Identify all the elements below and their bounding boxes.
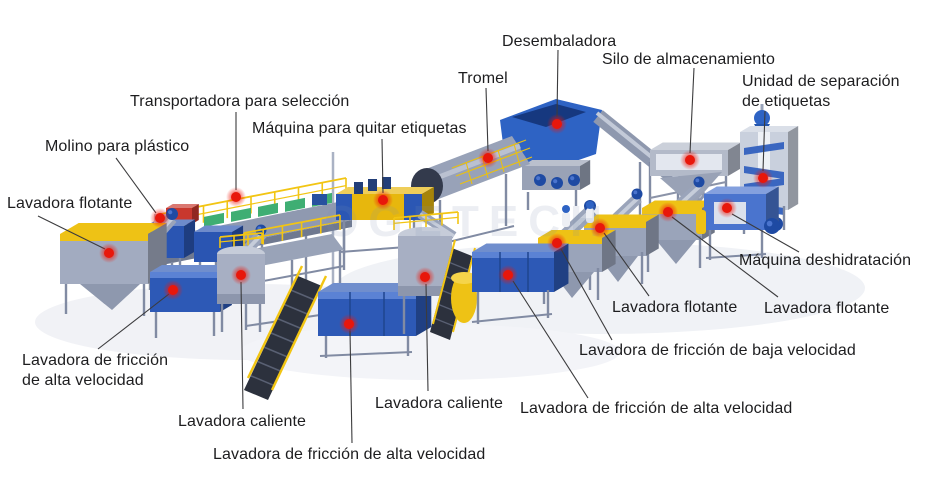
marker-dot-unidad-de-separacion-de-etiquetas	[758, 173, 768, 183]
leader-line-silo-de-almacenamiento	[689, 67, 695, 154]
marker-dot-tromel	[483, 153, 493, 163]
leader-line-desembaladora	[556, 49, 559, 118]
machines-group	[35, 99, 865, 400]
annotation-lavadora-de-friccion-de-alta-velocidad-derecha	[498, 265, 589, 399]
leader-line-lavadora-caliente-izquierda	[240, 281, 244, 410]
leader-line-lavadora-de-friccion-de-alta-velocidad-izquierda	[97, 293, 170, 350]
annotation-unidad-de-separacion-de-etiquetas	[753, 110, 773, 188]
annotation-lavadora-caliente-izquierda	[231, 265, 251, 410]
leader-line-lavadora-caliente-derecha	[425, 283, 429, 392]
leader-line-lavadora-de-friccion-de-baja-velocidad	[560, 248, 613, 341]
annotation-desembaladora	[547, 49, 567, 134]
marker-dot-lavadora-de-friccion-de-alta-velocidad-derecha	[503, 270, 513, 280]
leader-line-lavadora-de-friccion-de-alta-velocidad-derecha	[512, 280, 589, 399]
workers	[562, 201, 594, 227]
marker-dot-lavadora-flotante-centro	[595, 223, 605, 233]
annotation-layer	[37, 49, 800, 444]
annotation-lavadora-de-friccion-de-alta-velocidad-izquierda	[97, 280, 183, 350]
marker-dot-lavadora-de-friccion-de-alta-velocidad-izquierda	[168, 285, 178, 295]
leader-line-tromel	[485, 87, 489, 152]
marker-dot-desembaladora	[552, 119, 562, 129]
annotation-transportadora-para-seleccion	[226, 112, 246, 207]
marker-dot-transportadora-para-seleccion	[231, 192, 241, 202]
annotation-lavadora-flotante-centro	[590, 218, 650, 297]
marker-dot-molino-para-plastico	[155, 213, 165, 223]
marker-dot-maquina-para-quitar-etiquetas	[378, 195, 388, 205]
marker-dot-lavadora-flotante-derecha	[663, 207, 673, 217]
annotation-lavadora-de-friccion-de-alta-velocidad-centro	[339, 314, 359, 444]
annotation-lavadora-flotante-derecha	[658, 202, 779, 298]
annotation-molino-para-plastico	[115, 157, 170, 228]
leader-line-molino-para-plastico	[115, 157, 157, 214]
friction-washer-right	[451, 243, 569, 324]
watermark: OGETECH	[324, 197, 612, 246]
leader-line-lavadora-de-friccion-de-alta-velocidad-centro	[349, 330, 353, 444]
leader-line-lavadora-flotante-izquierda	[37, 215, 106, 250]
marker-dot-lavadora-flotante-izquierda	[104, 248, 114, 258]
annotation-silo-de-almacenamiento	[680, 67, 700, 170]
marker-dot-maquina-deshidratacion	[722, 203, 732, 213]
annotation-tromel	[478, 87, 498, 168]
marker-dot-lavadora-caliente-izquierda	[236, 270, 246, 280]
debaler-machine	[500, 99, 602, 210]
annotation-maquina-deshidratacion	[717, 198, 800, 253]
marker-dot-silo-de-almacenamiento	[685, 155, 695, 165]
marker-dot-lavadora-de-friccion-de-alta-velocidad-centro	[344, 319, 354, 329]
leader-line-lavadora-flotante-centro	[603, 232, 650, 297]
leader-line-lavadora-flotante-derecha	[671, 216, 779, 298]
annotation-lavadora-de-friccion-de-baja-velocidad	[547, 233, 613, 341]
stairs	[244, 265, 328, 400]
leader-line-maquina-deshidratacion	[731, 213, 800, 253]
leader-line-unidad-de-separacion-de-etiquetas	[762, 110, 766, 172]
annotation-lavadora-caliente-derecha	[415, 267, 435, 392]
leader-line-maquina-para-quitar-etiquetas	[381, 138, 384, 194]
marker-dot-lavadora-caliente-derecha	[420, 272, 430, 282]
annotation-maquina-para-quitar-etiquetas	[373, 138, 393, 210]
annotation-lavadora-flotante-izquierda	[37, 215, 119, 263]
marker-dot-lavadora-de-friccion-de-baja-velocidad	[552, 238, 562, 248]
